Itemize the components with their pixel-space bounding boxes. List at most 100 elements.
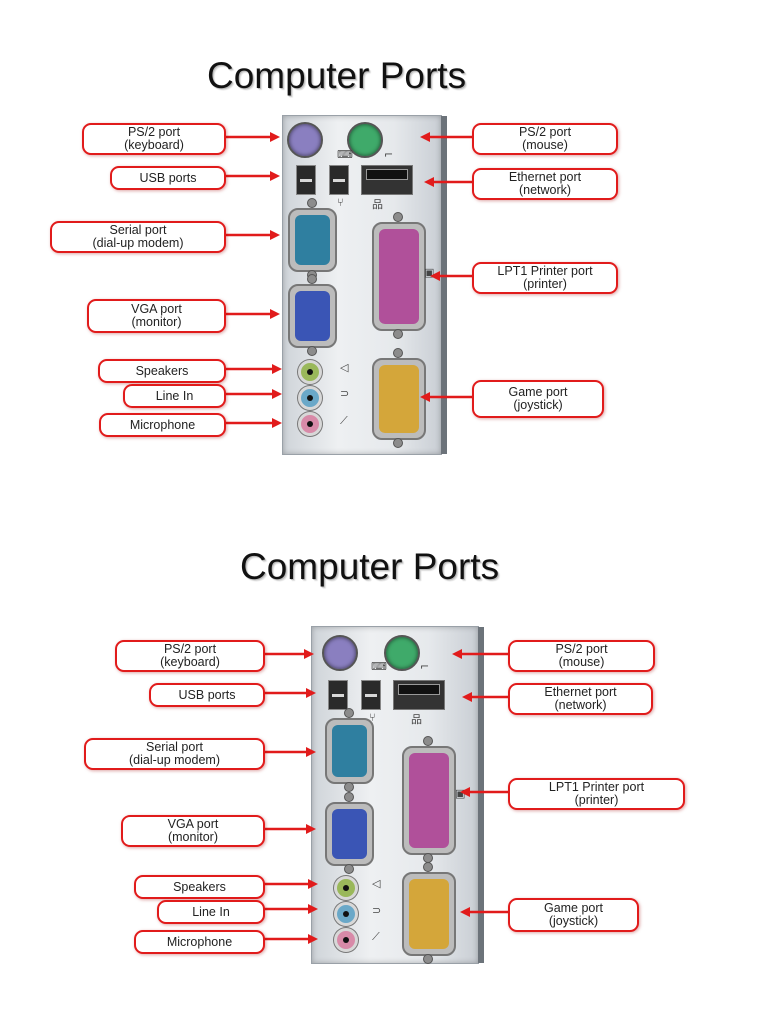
label-line-in: Line In <box>157 900 265 924</box>
arrow-head <box>308 904 318 914</box>
arrows <box>222 132 472 428</box>
label-serial: Serial port(dial-up modem) <box>84 738 265 770</box>
diagram-top: Computer Ports ⌨ ⌐ ⑂ 品 ▣ ◁ ⊃ ⟋ PS/2 port… <box>50 55 618 455</box>
keyboard-icon: ⌨ <box>337 148 353 161</box>
label-ethernet: Ethernet port(network) <box>508 683 653 715</box>
line-in-jack <box>298 386 322 410</box>
arrow-head <box>304 649 314 659</box>
arrow-head <box>272 418 282 428</box>
ethernet-port <box>393 680 445 710</box>
ps2-mouse-port <box>384 635 420 671</box>
screw <box>393 348 403 358</box>
network-icon: 品 <box>411 713 422 726</box>
arrow-head <box>462 692 472 702</box>
screw <box>393 212 403 222</box>
arrow-head <box>270 171 280 181</box>
label-vga: VGA port(monitor) <box>87 299 226 333</box>
arrow-head <box>306 824 316 834</box>
mouse-icon: ⌐ <box>384 148 394 161</box>
arrow-head <box>306 688 316 698</box>
screw <box>423 862 433 872</box>
arrow-head <box>460 787 470 797</box>
arrow-head <box>452 649 462 659</box>
microphone-jack <box>334 928 358 952</box>
label-vga: VGA port(monitor) <box>121 815 265 847</box>
label-microphone: Microphone <box>99 413 226 437</box>
microphone-icon: ⟋ <box>372 930 380 943</box>
ps2-mouse-port <box>347 122 383 158</box>
label-usb: USB ports <box>110 166 226 190</box>
arrow-head <box>430 271 440 281</box>
usb-icon: ⑂ <box>369 711 376 724</box>
screw <box>393 438 403 448</box>
lpt1-port <box>372 222 426 331</box>
screw <box>343 782 354 792</box>
label-ps2-keyboard: PS/2 port(keyboard) <box>82 123 226 155</box>
arrow-head <box>270 309 280 319</box>
label-usb: USB ports <box>149 683 265 707</box>
screw <box>343 864 354 874</box>
label-ethernet: Ethernet port(network) <box>472 168 618 200</box>
usb-port-1 <box>296 165 316 195</box>
mouse-icon: ⌐ <box>420 660 430 673</box>
label-serial: Serial port(dial-up modem) <box>50 221 226 253</box>
ethernet-port <box>361 165 413 195</box>
vga-port <box>325 802 374 866</box>
usb-port-1 <box>328 680 348 710</box>
arrow-head <box>308 934 318 944</box>
usb-icon: ⑂ <box>337 196 344 209</box>
screw <box>423 736 433 746</box>
speakers-jack <box>298 360 322 384</box>
network-icon: 品 <box>372 198 383 211</box>
serial-port <box>288 208 337 272</box>
arrows <box>261 649 508 944</box>
screw <box>306 346 317 356</box>
arrow-head <box>460 907 470 917</box>
line-in-icon: ⊃ <box>340 387 350 400</box>
screw <box>343 708 354 718</box>
keyboard-icon: ⌨ <box>371 660 387 673</box>
arrow-head <box>272 364 282 374</box>
line-in-jack <box>334 902 358 926</box>
game-port <box>372 358 426 440</box>
label-ps2-keyboard: PS/2 port(keyboard) <box>115 640 265 672</box>
label-game: Game port(joystick) <box>508 898 639 932</box>
screw <box>423 954 433 964</box>
label-lpt1: LPT1 Printer port(printer) <box>508 778 685 810</box>
arrow-head <box>308 879 318 889</box>
label-microphone: Microphone <box>134 930 265 954</box>
arrow-head <box>424 177 434 187</box>
screw <box>306 274 317 284</box>
screw <box>306 198 317 208</box>
lpt1-port <box>402 746 456 855</box>
printer-icon: ▣ <box>424 266 435 279</box>
line-in-icon: ⊃ <box>372 904 382 917</box>
label-lpt1: LPT1 Printer port(printer) <box>472 262 618 294</box>
microphone-icon: ⟋ <box>340 414 348 427</box>
label-speakers: Speakers <box>98 359 226 383</box>
ps2-keyboard-port <box>287 122 323 158</box>
arrow-head <box>420 132 430 142</box>
printer-icon: ▣ <box>455 787 466 800</box>
diagram-bottom: Computer Ports ⌨ ⌐ ⑂ 品 ▣ ◁ ⊃ ⟋ PS/2 port… <box>0 512 768 1024</box>
label-game: Game port(joystick) <box>472 380 604 418</box>
game-port <box>402 872 456 956</box>
screw <box>343 792 354 802</box>
ps2-keyboard-port <box>322 635 358 671</box>
speaker-icon: ◁ <box>340 361 349 374</box>
page-title: Computer Ports <box>240 546 500 587</box>
serial-port <box>325 718 374 784</box>
page-title: Computer Ports <box>207 55 467 96</box>
screw <box>393 329 403 339</box>
arrow-head <box>272 389 282 399</box>
label-ps2-mouse: PS/2 port(mouse) <box>508 640 655 672</box>
microphone-jack <box>298 412 322 436</box>
arrow-head <box>420 392 430 402</box>
arrow-head <box>270 132 280 142</box>
vga-port <box>288 284 337 348</box>
label-line-in: Line In <box>123 384 226 408</box>
label-ps2-mouse: PS/2 port(mouse) <box>472 123 618 155</box>
arrow-head <box>270 230 280 240</box>
speakers-jack <box>334 876 358 900</box>
arrow-head <box>306 747 316 757</box>
